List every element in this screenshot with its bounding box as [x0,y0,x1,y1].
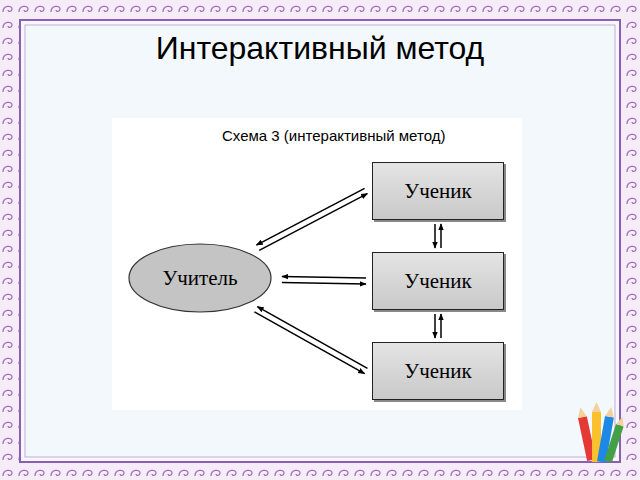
arrow-line [434,314,436,338]
arrow-line [256,188,364,245]
arrow-line [440,224,442,248]
slide-title: Интерактивный метод [40,30,600,67]
double-arrow [435,314,441,338]
double-arrow [254,307,367,374]
double-arrow [282,276,366,284]
slide-ground [20,20,620,462]
arrow-line [282,276,366,278]
inner-rule [25,25,615,457]
arrow-line [282,282,366,284]
arrow-line [440,314,442,338]
scheme-panel [112,118,522,410]
node-text: Ученик [404,359,471,384]
arrow-line [434,224,436,248]
arrow-line [257,307,367,369]
node-text: Учитель [162,266,237,291]
teacher-ellipse: Учитель [128,243,272,313]
student-box: Ученик [372,252,504,310]
arrow-line [254,312,364,374]
ellipse-shape [129,244,271,312]
node-text: Ученик [404,269,471,294]
pencils-icon [576,402,626,463]
student-box: Ученик [372,162,504,220]
double-arrow [435,224,441,248]
node-text: Ученик [404,179,471,204]
student-box: Ученик [372,342,504,400]
scheme-caption: Схема 3 (интерактивный метод) [222,127,445,144]
double-arrow [256,188,367,250]
arrow-line [259,194,367,251]
